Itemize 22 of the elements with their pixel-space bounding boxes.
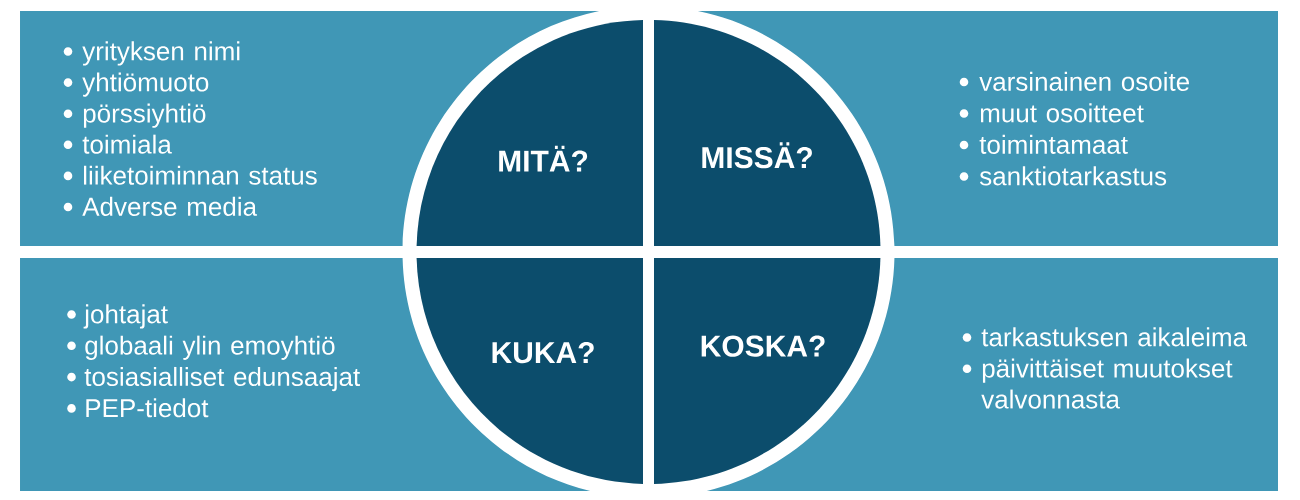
list-item: yrityksen nimi	[82, 41, 240, 66]
list-item: päivittäiset muutokset valvonnasta	[981, 358, 1233, 409]
quadrant-segment: KOSKA?	[654, 258, 881, 484]
info-panel	[20, 11, 600, 246]
list-item: toimiala	[82, 134, 172, 154]
list-item: johtajat	[83, 304, 168, 329]
list-item: tosiasialliset edunsaajat	[84, 366, 360, 392]
list-item: toimintamaat	[979, 134, 1128, 154]
quadrant-segment: KUKA?	[416, 258, 643, 484]
list-item: globaali ylin emoyhtiö	[85, 335, 335, 360]
list-item: varsinainen osoite	[979, 71, 1189, 91]
list-item: sanktiotarkastus	[979, 166, 1167, 186]
info-panel	[697, 11, 1278, 246]
list-item: muut osoitteet	[980, 103, 1144, 123]
list-item: yhtiömuoto	[82, 72, 209, 97]
quadrant-segment: MITÄ?	[416, 20, 643, 246]
list-item: liiketoiminnan status	[83, 165, 317, 185]
list-item: Adverse media	[82, 196, 258, 216]
quadrant-segment: MISSÄ?	[654, 20, 881, 246]
list-item: tarkastuksen aikaleima	[981, 327, 1248, 347]
list-item: pörssiyhtiö	[83, 103, 206, 128]
list-item: PEP-tiedot	[86, 398, 209, 418]
